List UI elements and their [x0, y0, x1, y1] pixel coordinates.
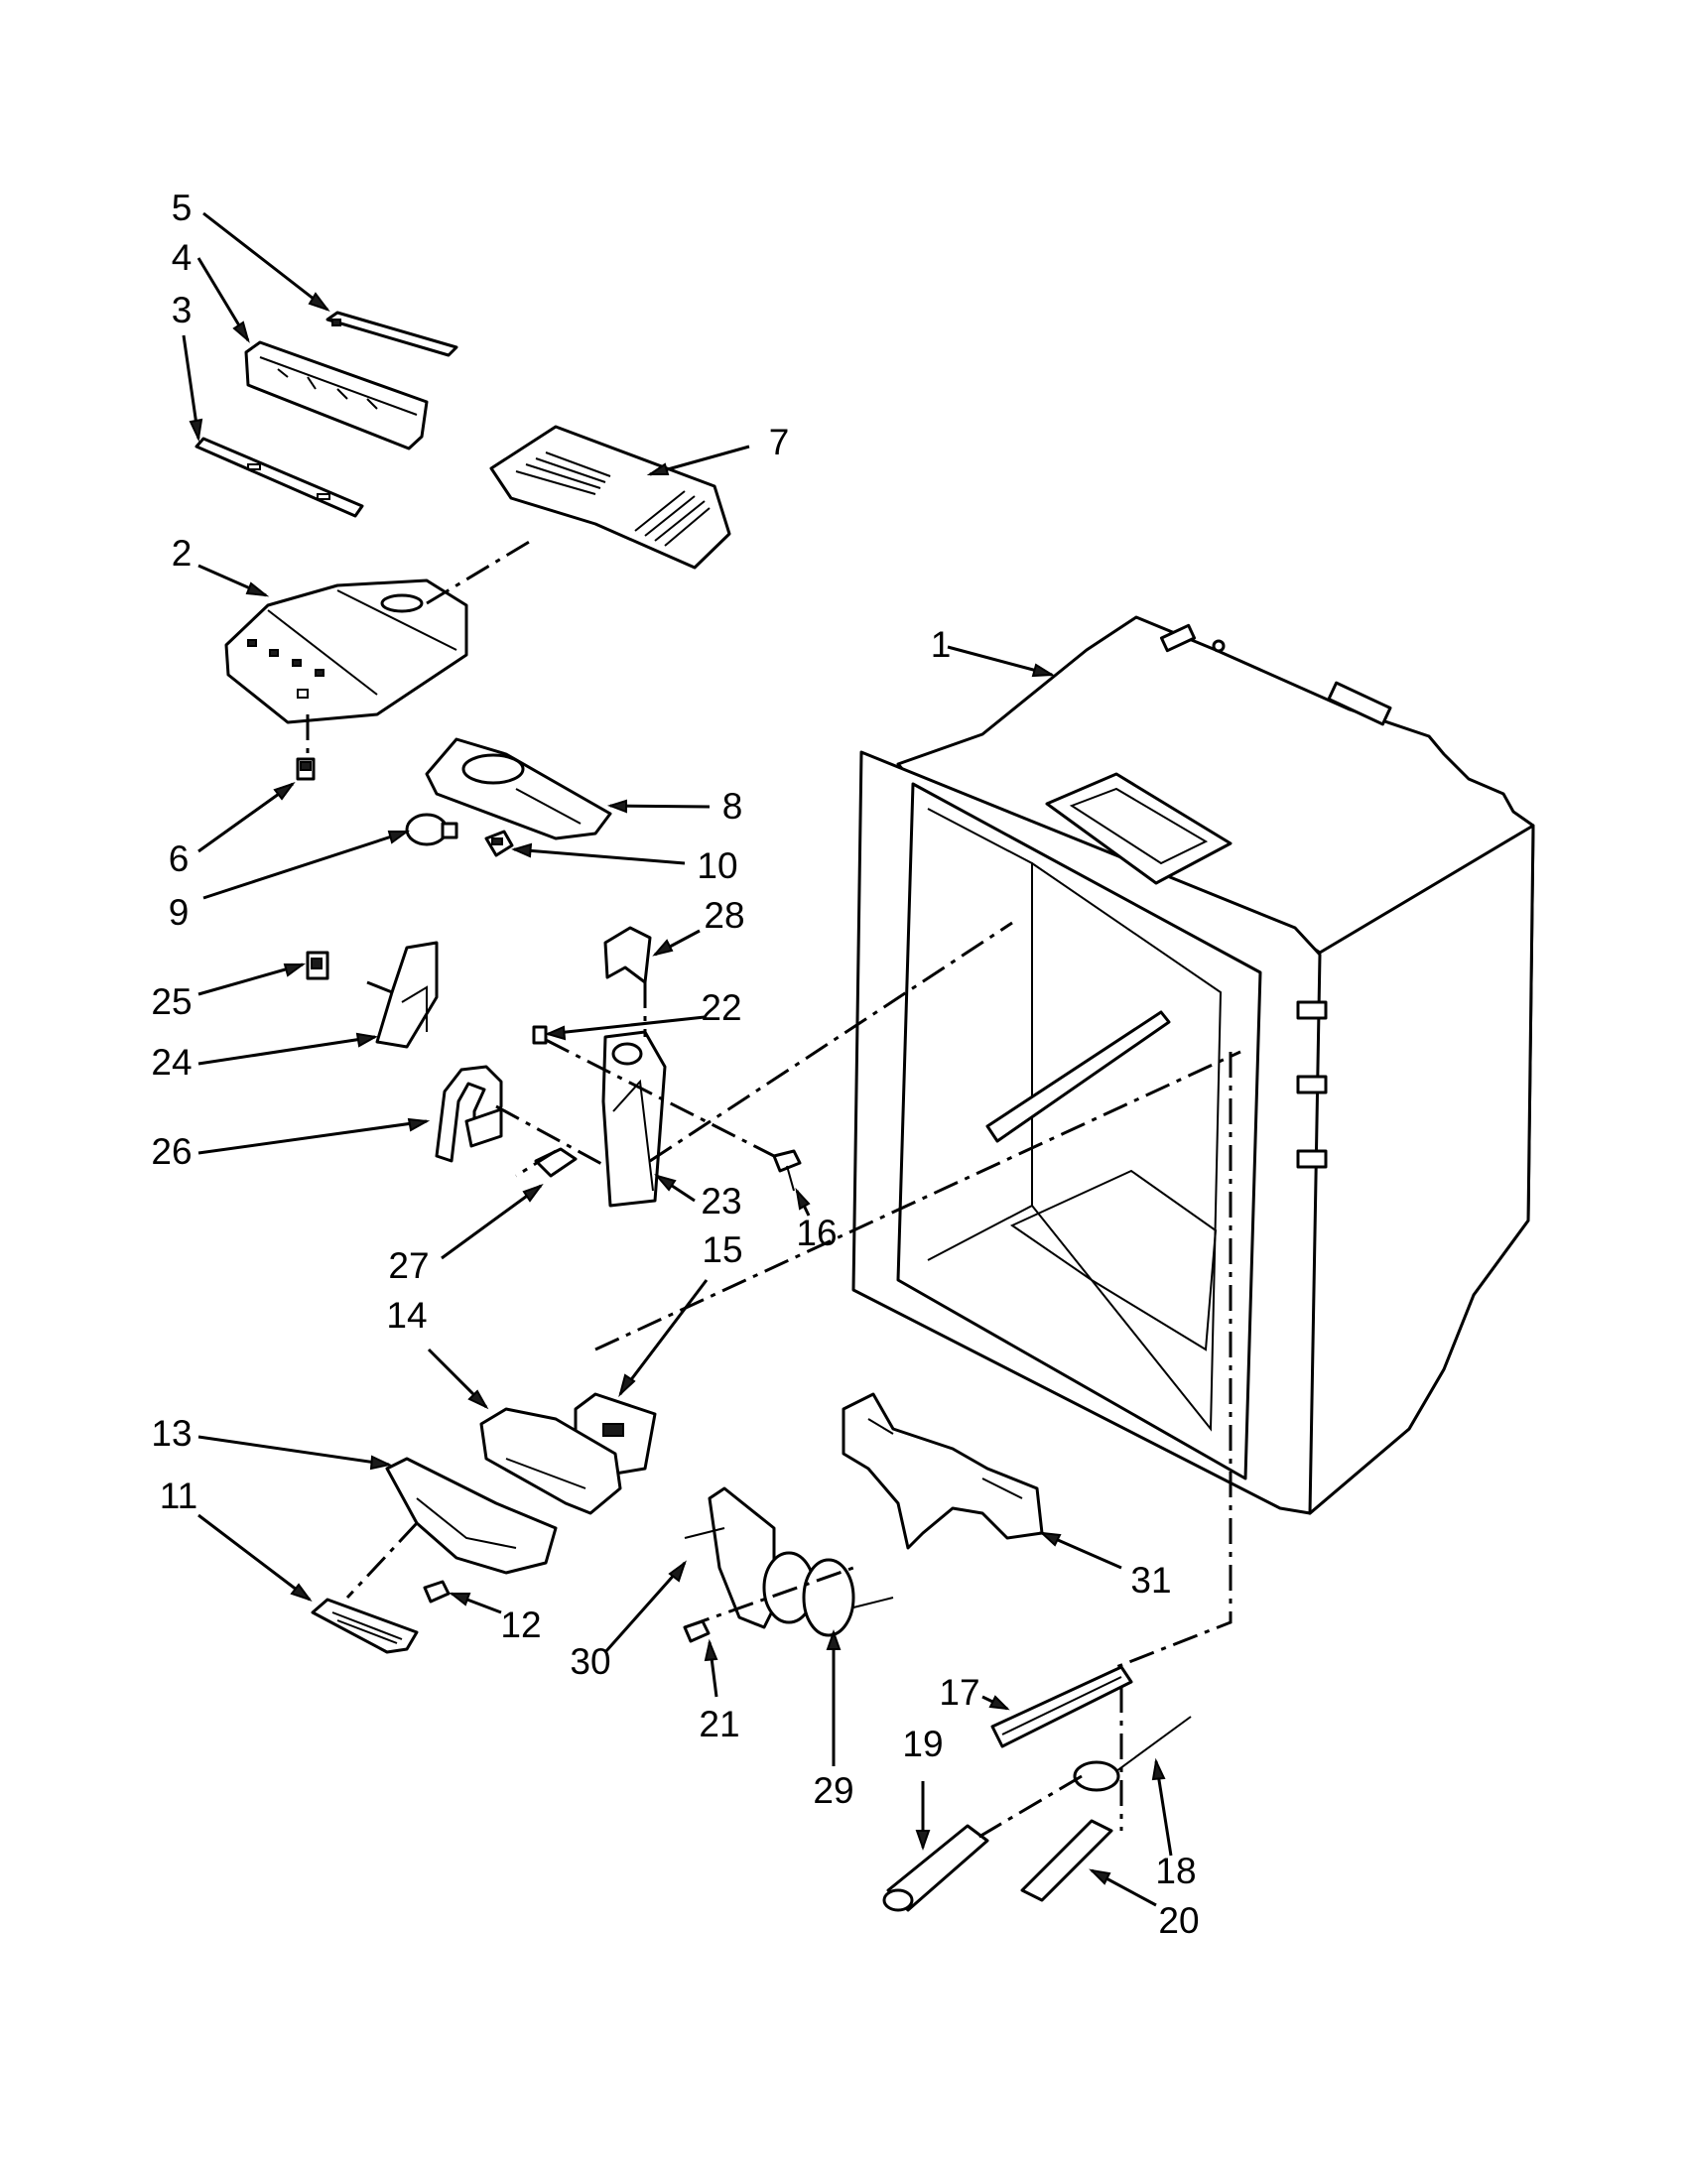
callout-31: 31 [1130, 1560, 1171, 1601]
part-29-tubing [762, 1551, 894, 1637]
callout-1: 1 [931, 624, 952, 665]
part-6-switch [296, 757, 316, 781]
callout-5: 5 [172, 188, 193, 228]
assembly-lines [306, 539, 1241, 1843]
callout-14: 14 [386, 1295, 427, 1336]
callout-7: 7 [769, 422, 790, 462]
callout-26: 26 [151, 1131, 192, 1172]
part-4-control-box [244, 340, 429, 450]
part-3-strip [195, 437, 364, 518]
callout-6: 6 [169, 838, 190, 879]
part-2-control-housing [224, 578, 468, 724]
callout-8: 8 [722, 786, 743, 827]
part-31-bracket [842, 1392, 1044, 1550]
callout-20: 20 [1158, 1900, 1199, 1941]
leader-arrows [182, 211, 1173, 1907]
callout-9: 9 [169, 892, 190, 933]
part-11-grille [311, 1598, 419, 1654]
callout-18: 18 [1155, 1851, 1196, 1891]
part-5-bracket [325, 311, 458, 357]
part-9-bulb [405, 813, 458, 846]
callout-23: 23 [701, 1181, 741, 1221]
part-19-filter [882, 1824, 989, 1912]
part-27-clip [534, 1147, 578, 1178]
part-23-chute [601, 1030, 667, 1208]
callout-24: 24 [151, 1042, 192, 1083]
part-25-switch [306, 951, 329, 980]
part-26-tube [435, 1065, 503, 1163]
callout-25: 25 [151, 981, 192, 1022]
part-12-screw [423, 1580, 451, 1604]
part-17-filter-housing [990, 1665, 1133, 1748]
callout-30: 30 [570, 1641, 610, 1682]
callout-15: 15 [702, 1229, 742, 1270]
callout-27: 27 [388, 1245, 429, 1286]
part-18-filter-head [1073, 1716, 1192, 1792]
callout-3: 3 [172, 290, 193, 330]
callout-12: 12 [500, 1605, 541, 1645]
callout-19: 19 [902, 1724, 943, 1764]
part-28-cover [603, 926, 652, 984]
callout-4: 4 [172, 237, 193, 278]
callout-13: 13 [151, 1413, 192, 1454]
callout-21: 21 [699, 1704, 739, 1744]
part-16-screw [772, 1149, 802, 1192]
part-20-cover [1020, 1819, 1113, 1902]
part-7-air-diffuser [489, 425, 731, 570]
part-22-clip [532, 1025, 548, 1045]
callout-17: 17 [939, 1672, 979, 1713]
callout-22: 22 [701, 987, 741, 1028]
part-8-light-housing [425, 737, 612, 840]
callout-11: 11 [160, 1476, 197, 1516]
part-13-trim [385, 1457, 558, 1575]
part-10-socket [484, 830, 514, 857]
part-24-bracket [375, 941, 439, 1049]
callout-28: 28 [704, 895, 744, 936]
callout-2: 2 [172, 533, 193, 574]
callout-labels: 1 2 3 4 5 6 7 8 9 10 11 12 13 14 15 16 1… [151, 188, 1199, 1941]
callout-29: 29 [813, 1770, 853, 1811]
part-1-liner [851, 615, 1535, 1515]
callout-16: 16 [796, 1213, 837, 1253]
part-30-valve [684, 1486, 776, 1629]
part-14-paddle-housing [479, 1407, 622, 1515]
callout-10: 10 [697, 845, 737, 886]
